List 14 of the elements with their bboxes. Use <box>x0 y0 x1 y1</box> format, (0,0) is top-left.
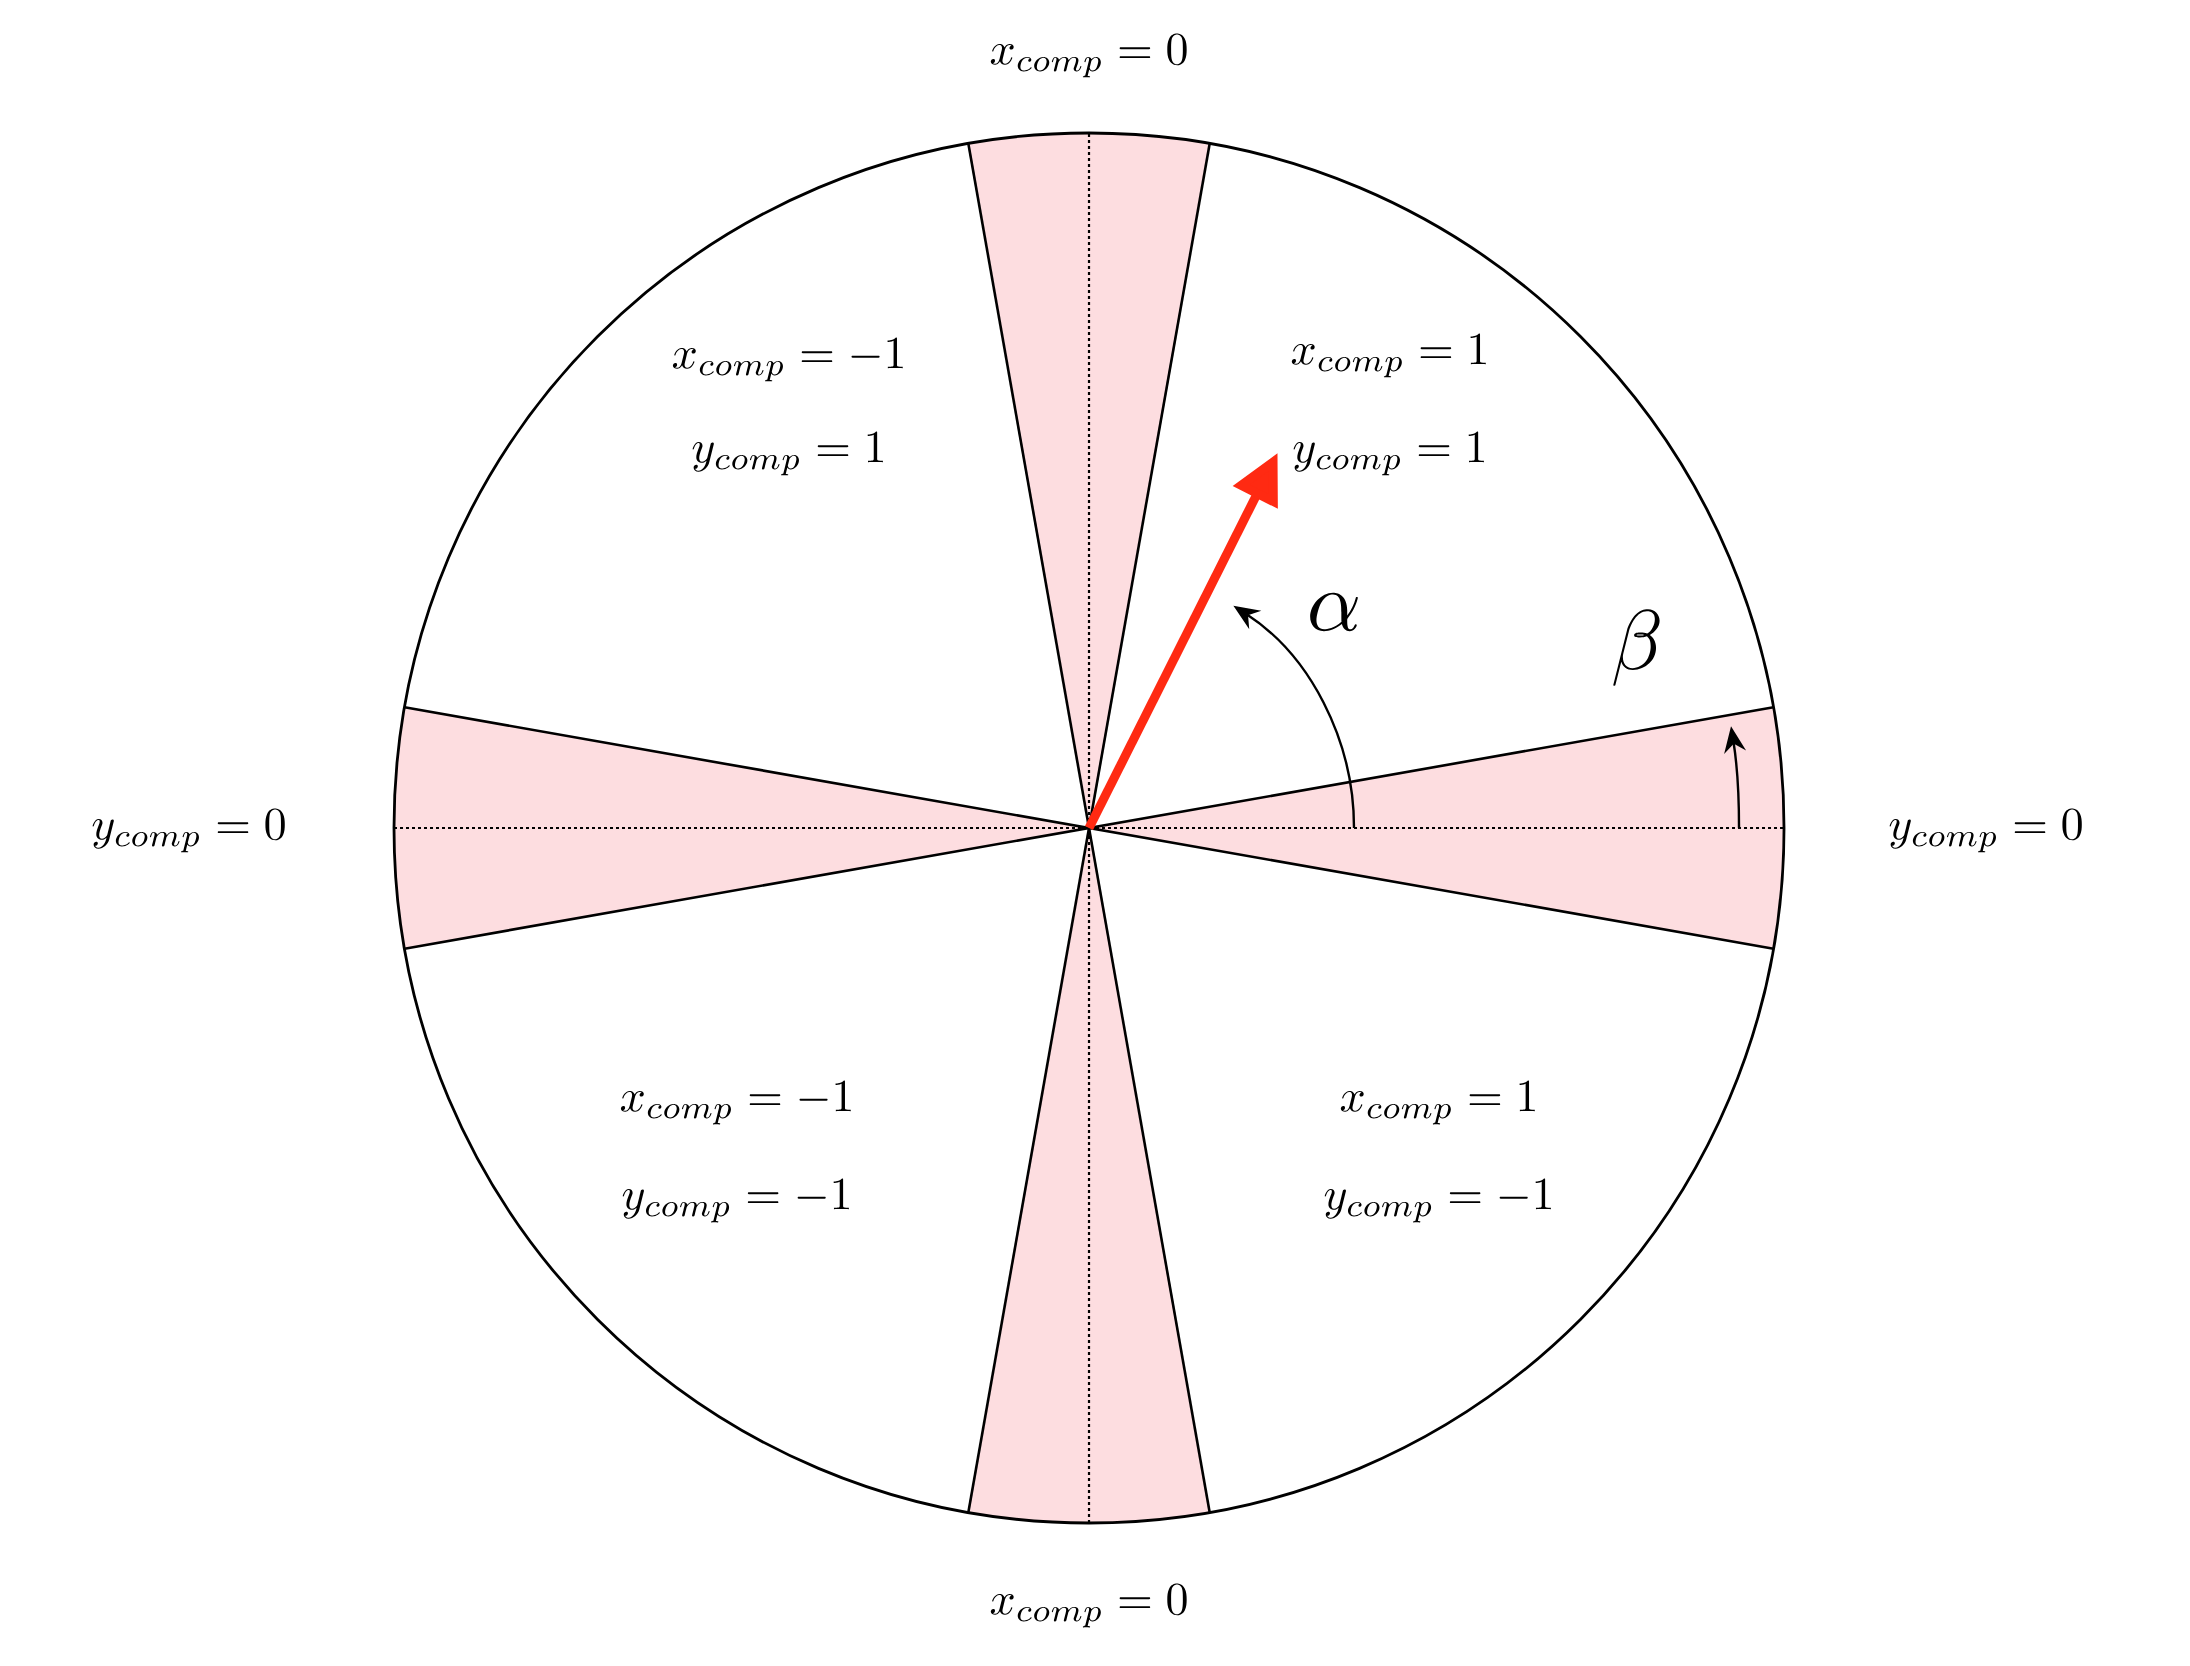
formula-label: $y_{comp} = -1$ <box>1324 1178 1551 1223</box>
formula-label: $x_{comp} = 1$ <box>1340 1080 1535 1125</box>
formula-label: $x_{comp} = 1$ <box>1291 333 1486 378</box>
formula-label: $x_{comp} = -1$ <box>672 337 903 382</box>
formula-label: $y_{comp} = 0$ <box>1889 808 2082 853</box>
formula-label: $y_{comp} = 0$ <box>92 808 285 853</box>
angle-label: $\alpha$ <box>1310 592 1358 632</box>
formula-label: $x_{comp} = 0$ <box>990 1583 1187 1628</box>
formula-label: $y_{comp} = 1$ <box>692 431 883 476</box>
formula-label: $y_{comp} = -1$ <box>622 1178 849 1223</box>
formula-label: $y_{comp} = 1$ <box>1293 431 1484 476</box>
angle-label: $\beta$ <box>1613 609 1660 686</box>
formula-label: $x_{comp} = 0$ <box>990 33 1187 78</box>
formula-label: $x_{comp} = -1$ <box>620 1080 851 1125</box>
